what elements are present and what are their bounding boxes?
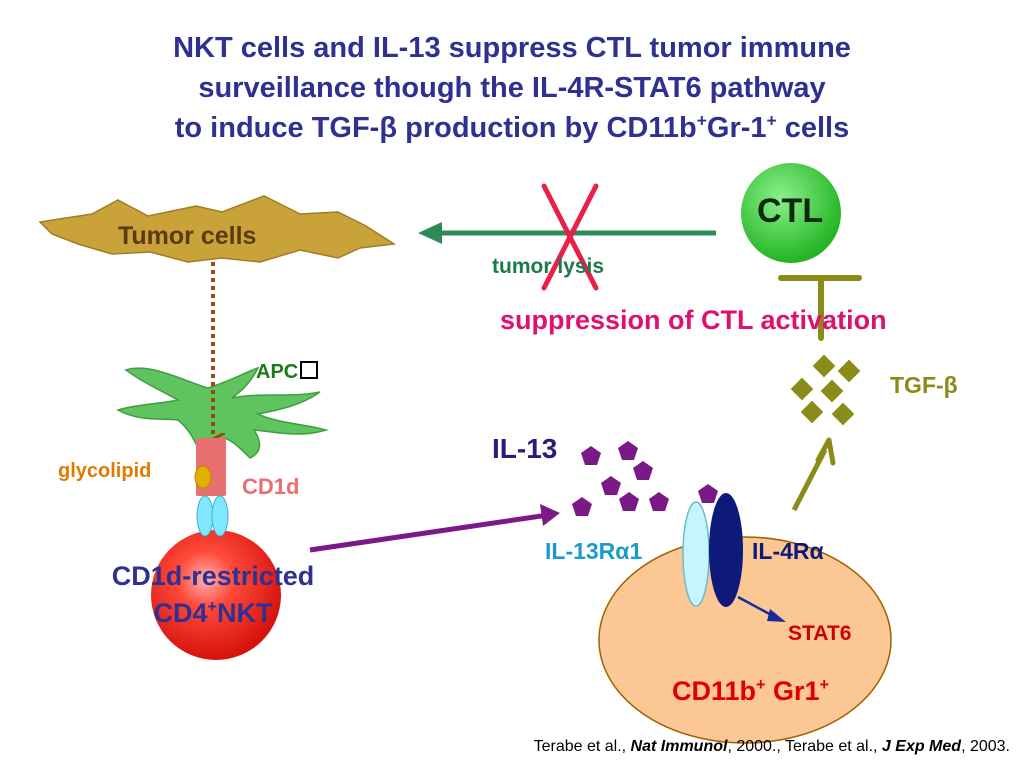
myeloid-cell xyxy=(598,536,892,744)
stat6-arrow xyxy=(737,595,776,619)
nkt-cell xyxy=(151,530,281,660)
tgf-beta-symbol: β xyxy=(943,372,958,398)
gr1-text: Gr1 xyxy=(765,676,820,706)
tgf-beta-molecules xyxy=(790,354,861,426)
tumor-lysis-label: tumor lysis xyxy=(492,255,605,278)
tcr-left xyxy=(196,495,214,537)
tgf-pre: TGF- xyxy=(890,372,944,398)
title-sup-1: + xyxy=(696,110,707,131)
title-line-3-post: cells xyxy=(776,112,850,144)
title-line-2: surveillance though the IL-4R-STAT6 path… xyxy=(198,72,826,104)
il4r-alpha-receptor xyxy=(709,493,743,607)
il13r-alpha-symbol: α xyxy=(615,538,630,564)
il13-secretion-arrow xyxy=(309,512,549,553)
cd11b-sup-1: + xyxy=(756,676,766,694)
block-x-mark xyxy=(541,183,599,291)
citation: Terabe et al., Nat Immunol, 2000., Terab… xyxy=(534,738,1010,756)
citation-journal-1: Nat Immunol xyxy=(630,738,728,755)
citation-journal-2: J Exp Med xyxy=(881,738,962,755)
title-line-3-mid: production by CD11b xyxy=(397,112,697,144)
title-line-3-mid2: Gr-1 xyxy=(706,112,767,144)
slide-title: NKT cells and IL-13 suppress CTL tumor i… xyxy=(0,28,1024,148)
tcr-right xyxy=(211,495,229,537)
citation-part-1: Terabe et al., xyxy=(533,738,631,755)
tumor-cell-shape xyxy=(38,195,397,263)
cd11b-gr1-label: CD11b+ Gr1+ xyxy=(672,676,829,707)
ctl-cell xyxy=(741,163,841,263)
title-line-1: NKT cells and IL-13 suppress CTL tumor i… xyxy=(173,32,851,64)
lysis-arrowhead xyxy=(418,222,442,244)
il13r-alpha1-receptor xyxy=(682,501,710,607)
title-line-3: to induce TGF-β production by CD11b+Gr-1… xyxy=(0,108,1024,148)
inhibition-bar xyxy=(778,275,862,341)
nkt-cd4: CD4 xyxy=(153,598,208,628)
stat6-label: STAT6 xyxy=(788,622,852,645)
il13r-alpha1-label: IL-13Rα1 xyxy=(545,538,642,565)
il13-molecules xyxy=(572,441,718,516)
il13-secretion-arrowhead xyxy=(540,504,560,526)
tgf-beta-label: TGF-β xyxy=(890,372,958,399)
title-beta-symbol: β xyxy=(379,112,398,144)
citation-part-3: , 2003. xyxy=(961,738,1010,755)
gr1-sup: + xyxy=(819,676,830,694)
nkt-label-line-1: CD1d-restricted xyxy=(111,561,315,591)
il4r-alpha-symbol: α xyxy=(809,538,824,564)
suppression-label: suppression of CTL activation xyxy=(500,305,887,335)
cd11b-text: CD11b xyxy=(672,676,757,706)
title-sup-2: + xyxy=(766,110,777,131)
stat6-arrowhead xyxy=(767,609,786,622)
nkt-sup: + xyxy=(207,598,217,616)
apc-cell xyxy=(116,366,329,459)
tumor-cells-label: Tumor cells xyxy=(118,222,257,250)
ctl-label: CTL xyxy=(757,192,824,230)
glycolipid-molecule xyxy=(194,465,212,489)
il13r-post: 1 xyxy=(629,538,643,564)
cd1d-label: CD1d xyxy=(242,474,300,499)
il4r-alpha-label: IL-4Rα xyxy=(752,538,824,565)
citation-part-2: , 2000., Terabe et al., xyxy=(727,738,882,755)
title-line-3-pre: to induce TGF- xyxy=(174,112,380,144)
il4r-pre: IL-4R xyxy=(752,538,810,564)
nkt-text: NKT xyxy=(216,598,273,628)
cd1d-stem xyxy=(206,462,224,496)
apc-label: APC xyxy=(256,361,319,384)
il13r-pre: IL-13R xyxy=(545,538,616,564)
apc-box-glyph xyxy=(300,361,319,379)
il13-label: IL-13 xyxy=(492,433,558,464)
glycolipid-label: glycolipid xyxy=(58,460,152,482)
nkt-label-line-2: CD4+NKT xyxy=(87,598,339,629)
apc-label-text: APC xyxy=(256,361,299,383)
tgf-arrowhead xyxy=(815,437,836,466)
